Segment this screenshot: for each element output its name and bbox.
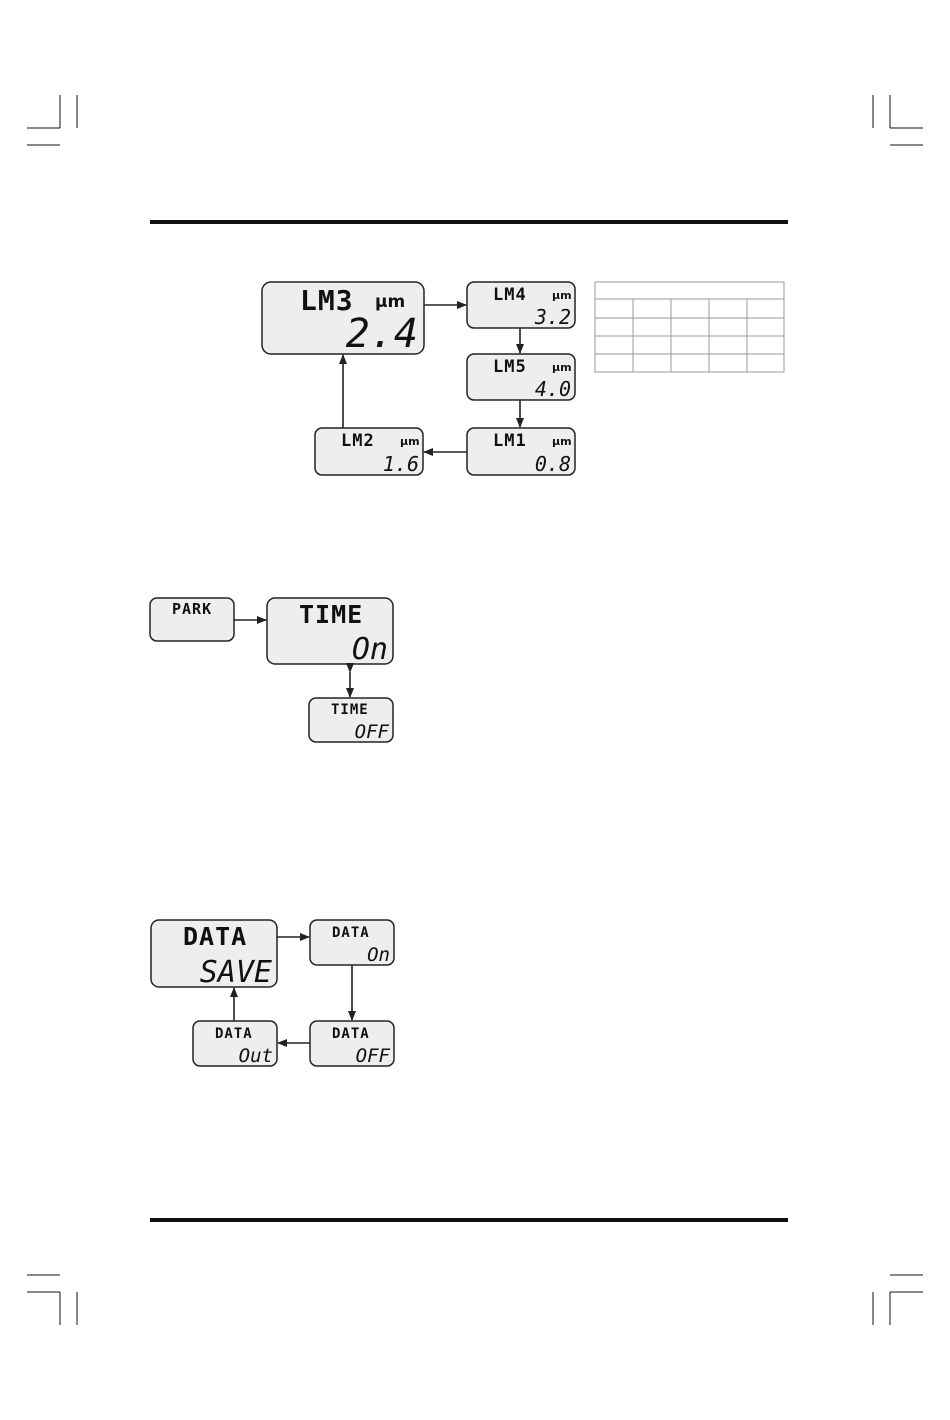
unit-lm4: µm bbox=[552, 289, 572, 302]
lcd-screen-lm5: LM5 µm 4.0 bbox=[467, 354, 575, 401]
lcd-value-data-save: SAVE bbox=[200, 955, 272, 990]
lcd-screen-data-save: DATA SAVE bbox=[151, 920, 277, 990]
lcd-label-park: PARK bbox=[172, 600, 212, 618]
lcd-label-data-out: DATA bbox=[215, 1026, 253, 1042]
lcd-value-time-on: On bbox=[352, 632, 388, 667]
lcd-screen-data-out: DATA Out bbox=[193, 1021, 277, 1067]
lcd-screen-lm2: LM2 µm 1.6 bbox=[315, 428, 423, 476]
data-save-cycle: DATA SAVE DATA On DATA OFF DATA Out bbox=[151, 920, 394, 1067]
lcd-value-time-off: OFF bbox=[355, 721, 390, 743]
crop-marks bbox=[27, 95, 923, 1325]
lcd-screen-lm3: LM3 µm 2.4 bbox=[262, 282, 424, 357]
lcd-screen-lm1: LM1 µm 0.8 bbox=[467, 428, 575, 476]
lcd-label-data-save: DATA bbox=[183, 922, 247, 951]
lcd-value-lm1: 0.8 bbox=[535, 452, 571, 476]
lcd-value-lm4: 3.2 bbox=[534, 305, 571, 329]
lcd-screen-time-on: TIME On bbox=[267, 598, 393, 667]
park-time-flow: PARK TIME On TIME OFF bbox=[150, 598, 393, 743]
lcd-label-time-off: TIME bbox=[331, 702, 369, 718]
lcd-value-lm3: 2.4 bbox=[346, 311, 418, 357]
lcd-value-lm2: 1.6 bbox=[383, 452, 419, 476]
lcd-value-data-on: On bbox=[367, 944, 390, 966]
lcd-label-time-on: TIME bbox=[299, 600, 363, 629]
lcd-label-lm4: LM4 bbox=[493, 285, 527, 305]
lcd-screen-time-off: TIME OFF bbox=[309, 698, 393, 743]
lcd-screen-data-off: DATA OFF bbox=[310, 1021, 394, 1067]
unit-lm2: µm bbox=[400, 435, 420, 448]
particle-size-cycle: LM3 µm 2.4 LM4 µm 3.2 LM5 µm 4.0 LM1 µm … bbox=[262, 282, 575, 476]
lcd-label-data-off: DATA bbox=[332, 1026, 370, 1042]
unit-lm3: µm bbox=[375, 292, 405, 312]
empty-table bbox=[595, 282, 784, 372]
lcd-value-data-off: OFF bbox=[356, 1045, 391, 1067]
lcd-screen-lm4: LM4 µm 3.2 bbox=[467, 282, 575, 329]
lcd-screen-data-on: DATA On bbox=[310, 920, 394, 966]
lcd-label-lm5: LM5 bbox=[493, 357, 527, 377]
lcd-label-lm2: LM2 bbox=[341, 431, 375, 451]
lcd-label-data-on: DATA bbox=[332, 925, 370, 941]
lcd-value-data-out: Out bbox=[239, 1045, 273, 1067]
lcd-value-lm5: 4.0 bbox=[535, 377, 571, 401]
lcd-screen-park: PARK bbox=[150, 598, 234, 641]
lcd-label-lm1: LM1 bbox=[493, 431, 527, 451]
unit-lm1: µm bbox=[552, 435, 572, 448]
unit-lm5: µm bbox=[552, 361, 572, 374]
